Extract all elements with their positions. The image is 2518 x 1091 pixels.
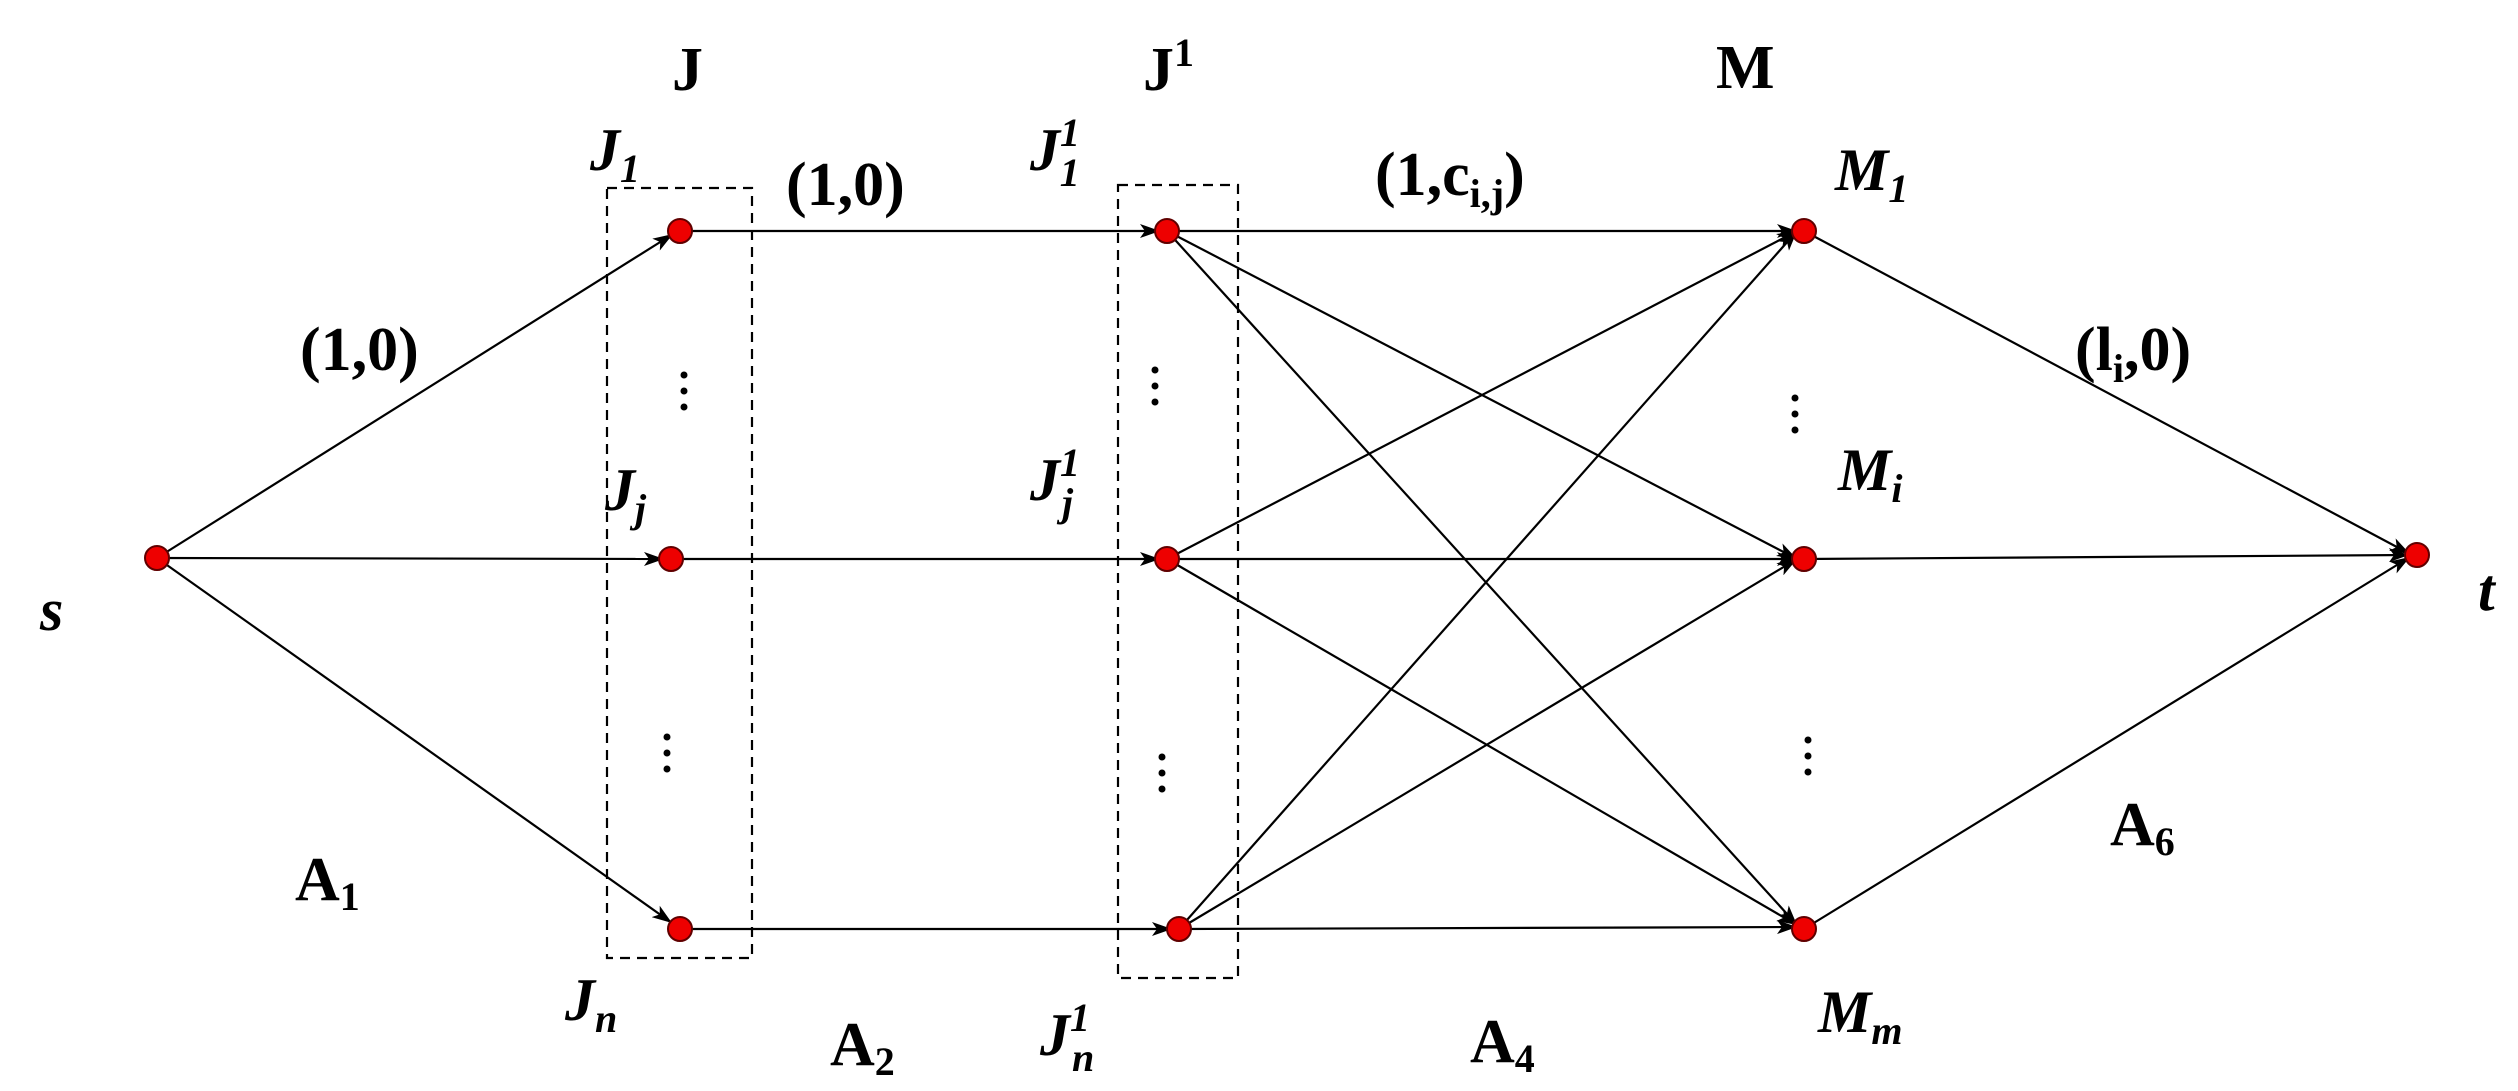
edge-J1n-M1 bbox=[1178, 230, 1798, 930]
edge-s-J1 bbox=[156, 233, 674, 559]
edge-label-M-t: (li,0) bbox=[2075, 316, 2191, 391]
node-M1 bbox=[1791, 218, 1817, 244]
group-J1-box bbox=[1116, 183, 1240, 980]
node-Mi bbox=[1791, 546, 1817, 572]
edge-J11-Mm bbox=[1166, 230, 1798, 926]
edge-Mi-t bbox=[1803, 548, 2410, 563]
vertical-ellipsis-icon bbox=[680, 371, 688, 411]
node-label-t: t bbox=[2478, 557, 2497, 623]
arc-set-A1: A1 bbox=[295, 846, 360, 919]
edge-J1j-M1 bbox=[1166, 230, 1798, 560]
node-J1n bbox=[1166, 916, 1192, 942]
edge-s-Jj bbox=[156, 551, 665, 566]
group-J-title: J bbox=[672, 36, 703, 104]
node-J1j bbox=[1154, 546, 1180, 572]
vertical-ellipsis-icon bbox=[1791, 394, 1799, 434]
node-label-Jn: Jn bbox=[564, 967, 617, 1041]
edge-M1-t bbox=[1803, 230, 2411, 555]
node-Mm bbox=[1791, 916, 1817, 942]
edge-label-J1-M: (1,ci,j) bbox=[1375, 141, 1525, 216]
arc-set-A4: A4 bbox=[1470, 1008, 1535, 1081]
node-label-Mm: Mm bbox=[1817, 979, 1902, 1053]
edge-Mm-t bbox=[1803, 556, 2411, 930]
edge-label-s-J: (1,0) bbox=[300, 316, 419, 384]
edge-J1j-Mm bbox=[1166, 558, 1798, 926]
node-t bbox=[2404, 542, 2430, 568]
node-label-J1: J1 bbox=[589, 117, 640, 191]
node-label-Jj: Jj bbox=[604, 457, 647, 531]
node-label-M1: M1 bbox=[1834, 137, 1908, 211]
node-Jn bbox=[667, 916, 693, 942]
edge-s-Jn bbox=[156, 557, 673, 924]
arc-set-A6: A6 bbox=[2110, 791, 2175, 864]
node-label-s: s bbox=[39, 577, 63, 643]
arc-set-A2: A2 bbox=[830, 1011, 895, 1084]
group-M-title: M bbox=[1716, 34, 1775, 102]
node-s bbox=[144, 545, 170, 571]
node-label-Mi: Mi bbox=[1837, 437, 1902, 511]
group-J-box bbox=[605, 186, 754, 960]
node-Jj bbox=[658, 546, 684, 572]
node-J1 bbox=[667, 218, 693, 244]
edge-J1n-Mi bbox=[1178, 558, 1798, 930]
vertical-ellipsis-icon bbox=[1804, 736, 1812, 776]
edge-label-J-J1: (1,0) bbox=[786, 151, 905, 219]
vertical-ellipsis-icon bbox=[663, 733, 671, 773]
group-J1-title: J1 bbox=[1143, 30, 1194, 104]
edge-J1n-Mm bbox=[1178, 920, 1798, 935]
vertical-ellipsis-icon bbox=[1158, 753, 1166, 793]
vertical-ellipsis-icon bbox=[1151, 366, 1159, 406]
node-J11 bbox=[1154, 218, 1180, 244]
